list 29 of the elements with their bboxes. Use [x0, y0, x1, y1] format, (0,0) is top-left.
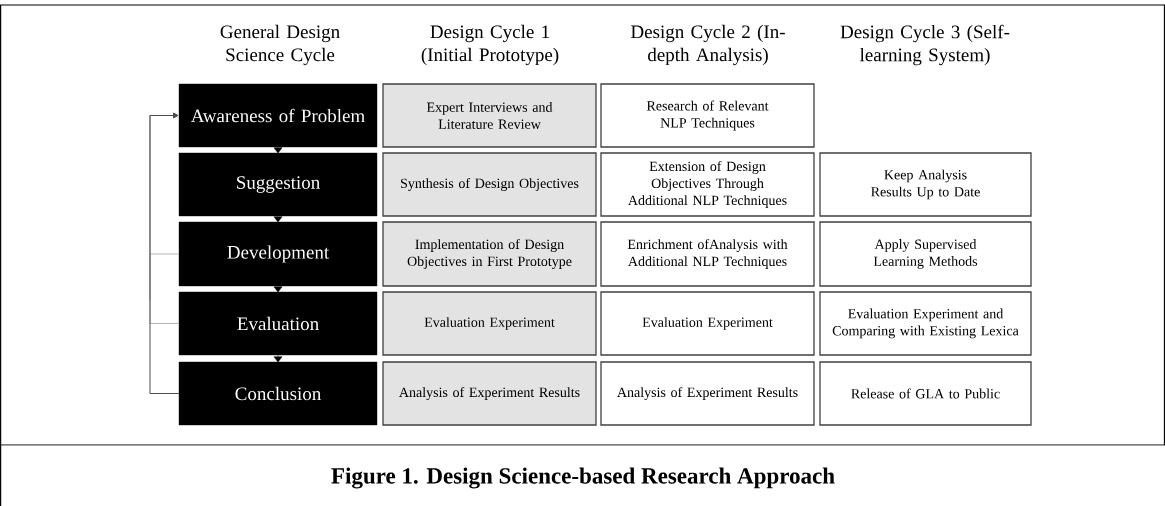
activity-box: Analysis of Experiment Results	[382, 361, 597, 426]
arrow	[273, 285, 283, 293]
activity-box: Evaluation Experiment	[600, 291, 815, 356]
activity-box: Evaluation Experiment and Comparing with Existing Lexica	[819, 291, 1032, 356]
stage-box: Development	[178, 221, 378, 287]
activity-box: Extension of Design Objectives Through Additional NLP Techniques	[600, 152, 815, 217]
stage-box: Evaluation	[178, 291, 378, 356]
arrow	[273, 354, 283, 363]
activity-box: Enrichment ofAnalysis with Additional NLP Techniques	[600, 221, 815, 287]
column-header: Design Cycle 1 (Initial Prototype)	[421, 24, 559, 66]
activity-box: Research of Relevant NLP Techniques	[600, 83, 815, 148]
column-header: General Design Science Cycle	[220, 24, 340, 66]
activity-box: Apply Supervised Learning Methods	[819, 221, 1032, 287]
feedback-arrow	[149, 112, 180, 394]
column-header: Design Cycle 3 (Self-learning System)	[840, 24, 1010, 66]
stage-box: Awareness of Problem	[178, 83, 378, 148]
stage-box: Suggestion	[178, 152, 378, 217]
arrow	[273, 146, 283, 154]
activity-box: Keep Analysis Results Up to Date	[819, 152, 1032, 217]
column-header: Design Cycle 2 (In-depth Analysis)	[631, 24, 785, 66]
activity-box: Synthesis of Design Objectives	[382, 152, 597, 217]
activity-box: Evaluation Experiment	[382, 291, 597, 356]
activity-box: Implementation of Design Objectives in First Prototype	[382, 221, 597, 287]
stage-box: Conclusion	[178, 361, 378, 426]
activity-box: Expert Interviews and Literature Review	[382, 83, 597, 148]
arrow	[273, 215, 283, 223]
activity-box: Release of GLA to Public	[819, 361, 1032, 426]
figure-caption: Figure 1. Design Science-based Research Approach	[331, 467, 835, 489]
activity-box: Analysis of Experiment Results	[600, 361, 815, 426]
